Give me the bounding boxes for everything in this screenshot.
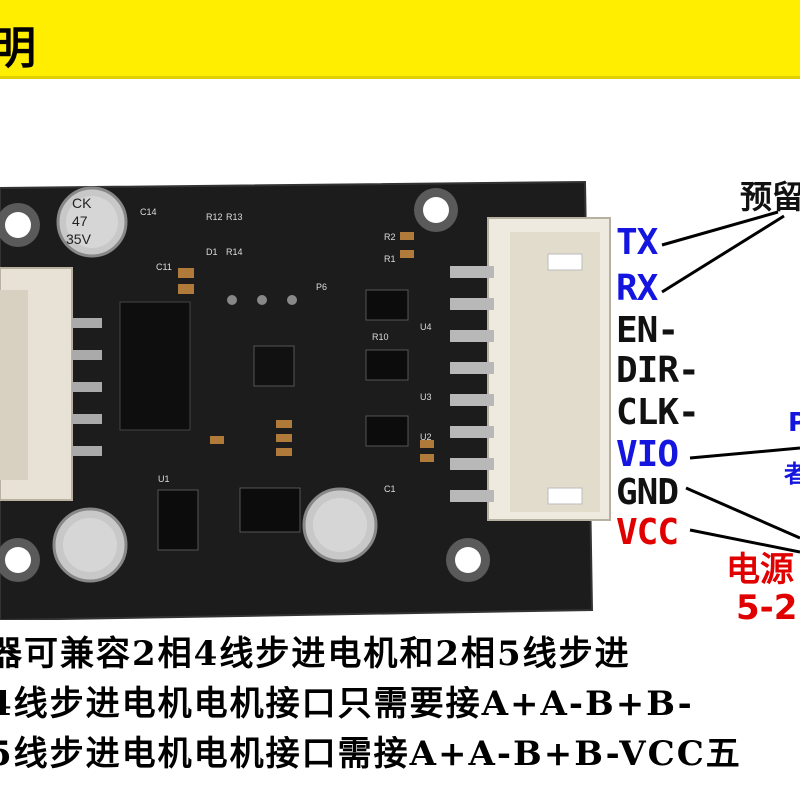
banner-title: 明 — [0, 23, 36, 74]
pin-dir-text: DIR- — [616, 350, 700, 391]
svg-text:C11: C11 — [156, 262, 172, 272]
svg-text:R14: R14 — [226, 247, 243, 257]
pcb-board — [0, 180, 594, 620]
svg-text:U3: U3 — [420, 392, 432, 402]
capacitor-bottom-right — [302, 487, 378, 563]
vias — [227, 295, 297, 305]
pin-label-clk: CLK- — [616, 392, 700, 433]
pin-label-rx: RX — [616, 268, 658, 309]
driver-ic — [119, 301, 191, 431]
vio-note-top: P — [788, 408, 800, 438]
svg-text:C1: C1 — [384, 484, 396, 494]
svg-text:P6: P6 — [316, 282, 327, 292]
svg-text:CK: CK — [72, 195, 92, 211]
svg-text:R10: R10 — [372, 332, 389, 342]
title-banner: 明 — [0, 0, 800, 79]
description-line-3: 5线步进电机电机接口需接A+A-B+B-VCC五 — [0, 734, 742, 774]
leader-lines — [661, 210, 800, 554]
capacitor-bottom-left — [52, 507, 128, 583]
svg-text:35V: 35V — [66, 231, 92, 247]
pin-label-vcc: VCC — [616, 512, 679, 553]
pin-rx-text: RX — [616, 268, 658, 309]
pin-tx-text: TX — [616, 222, 658, 263]
power-range-note: 5-2 — [736, 588, 798, 628]
description-line-1: 器可兼容2相4线步进电机和2相5线步进 — [0, 634, 631, 674]
svg-text:R13: R13 — [226, 212, 243, 222]
mounting-holes — [0, 188, 490, 582]
svg-text:U1: U1 — [158, 474, 170, 484]
pin-label-vio: VIO — [616, 434, 679, 475]
svg-text:R2: R2 — [384, 232, 396, 242]
pin-label-dir: DIR- — [616, 350, 700, 391]
svg-text:U2: U2 — [420, 432, 432, 442]
pin-vio-text: VIO — [616, 434, 679, 475]
regulator — [157, 487, 301, 551]
pin-label-gnd: GND — [616, 472, 679, 513]
pin-label-en: EN- — [616, 310, 679, 351]
pin-label-tx: TX — [616, 222, 658, 263]
mcu-chip — [253, 345, 295, 387]
pin-clk-text: CLK- — [616, 392, 700, 433]
right-connector — [450, 217, 611, 521]
svg-text:D1: D1 — [206, 247, 218, 257]
pin-en-text: EN- — [616, 310, 679, 351]
left-connector — [0, 267, 102, 501]
vio-note-bottom: 者 — [784, 460, 800, 488]
mosfets — [365, 289, 409, 447]
description-line-2: 4线步进电机电机接口只需要接A+A-B+B- — [0, 684, 694, 724]
svg-text:R1: R1 — [384, 254, 396, 264]
pin-gnd-text: GND — [616, 472, 679, 513]
svg-text:C14: C14 — [140, 207, 157, 217]
reserved-note: 预留 — [740, 178, 800, 216]
pin-vcc-text: VCC — [616, 512, 679, 553]
svg-text:U4: U4 — [420, 322, 432, 332]
power-note: 电源 — [726, 550, 794, 590]
capacitor-top: CK 47 35V — [56, 186, 128, 258]
svg-text:R12: R12 — [206, 212, 223, 222]
smd-components — [178, 232, 434, 462]
svg-text:47: 47 — [72, 213, 88, 229]
